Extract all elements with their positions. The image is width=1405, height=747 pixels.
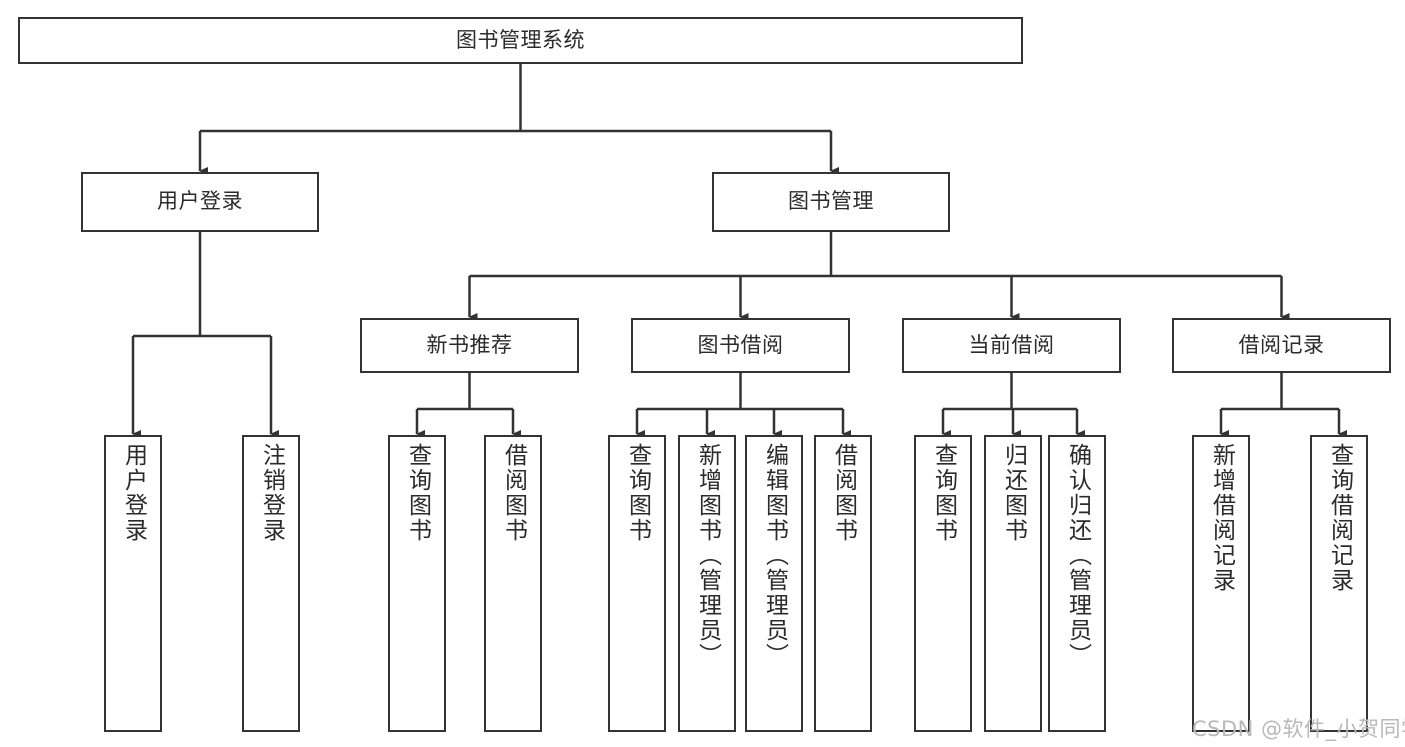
node-label: 确认归还（管理员） <box>1064 443 1091 668</box>
node-label: 编辑图书（管理员） <box>761 443 788 668</box>
node-records[interactable]: 借阅记录 <box>1172 318 1391 373</box>
node-leaf-3[interactable]: 查询图书 <box>388 435 446 732</box>
node-label: 当前借阅 <box>968 332 1055 357</box>
node-label: 注销登录 <box>258 443 285 543</box>
node-label: 查询图书 <box>930 443 957 543</box>
node-leaf-7[interactable]: 编辑图书（管理员） <box>745 435 803 732</box>
node-label: 新书推荐 <box>426 332 513 357</box>
node-leaf-6[interactable]: 新增图书（管理员） <box>678 435 736 732</box>
node-leaf-10[interactable]: 归还图书 <box>984 435 1042 732</box>
node-current[interactable]: 当前借阅 <box>902 318 1121 373</box>
node-label: 归还图书 <box>1000 443 1027 543</box>
node-leaf-13[interactable]: 查询借阅记录 <box>1310 435 1368 732</box>
node-root[interactable]: 图书管理系统 <box>18 17 1023 64</box>
node-label: 借阅图书 <box>500 443 527 543</box>
node-label: 用户登录 <box>157 189 243 214</box>
node-leaf-11[interactable]: 确认归还（管理员） <box>1048 435 1106 732</box>
node-leaf-12[interactable]: 新增借阅记录 <box>1192 435 1250 732</box>
node-label: 借阅记录 <box>1238 332 1325 357</box>
node-label: 新增借阅记录 <box>1208 443 1235 593</box>
node-user-login[interactable]: 用户登录 <box>81 172 319 232</box>
node-label: 新增图书（管理员） <box>694 443 721 668</box>
node-label: 图书管理系统 <box>456 27 585 52</box>
node-leaf-1[interactable]: 用户登录 <box>104 435 162 732</box>
node-label: 图书借阅 <box>697 332 784 357</box>
node-label: 借阅图书 <box>830 443 857 543</box>
node-leaf-2[interactable]: 注销登录 <box>242 435 300 732</box>
node-label: 查询借阅记录 <box>1326 443 1353 593</box>
node-leaf-5[interactable]: 查询图书 <box>608 435 666 732</box>
node-leaf-4[interactable]: 借阅图书 <box>484 435 542 732</box>
node-book-mgmt[interactable]: 图书管理 <box>712 172 950 232</box>
node-borrow[interactable]: 图书借阅 <box>631 318 850 373</box>
node-label: 图书管理 <box>788 189 874 214</box>
node-label: 查询图书 <box>404 443 431 543</box>
node-leaf-9[interactable]: 查询图书 <box>914 435 972 732</box>
node-label: 查询图书 <box>624 443 651 543</box>
node-new-rec[interactable]: 新书推荐 <box>360 318 579 373</box>
node-leaf-8[interactable]: 借阅图书 <box>814 435 872 732</box>
node-label: 用户登录 <box>120 443 147 543</box>
